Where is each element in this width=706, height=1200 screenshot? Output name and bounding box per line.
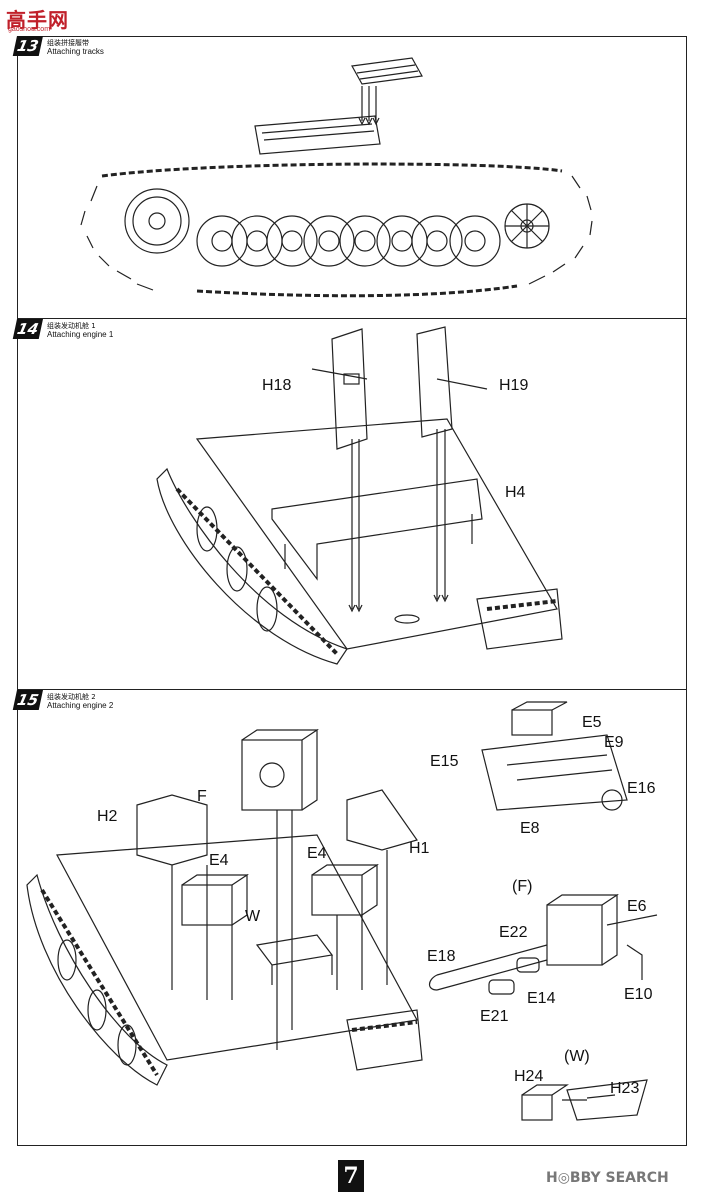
part-label-h4: H4: [505, 484, 526, 501]
step-14-panel: 14 组装发动机舱 1 Attaching engine 1: [12, 319, 687, 690]
logo-url: gaoshou.com: [8, 26, 51, 33]
step-title-cn: 组装发动机舱 1: [47, 322, 96, 330]
part-label-h19: H19: [499, 377, 529, 394]
part-label-e22: E22: [499, 924, 528, 941]
engine-bay-2-drawing: [26, 701, 658, 1121]
engine-bay-1-drawing: [156, 326, 563, 665]
track-assembly-drawing: [80, 57, 593, 298]
part-label-e4-left: E4: [209, 852, 229, 869]
part-label-w: W: [245, 908, 261, 925]
part-label-e14: E14: [527, 990, 556, 1007]
part-label-e10: E10: [624, 986, 653, 1003]
step-title-en: Attaching tracks: [47, 47, 104, 56]
part-label-f: F: [197, 788, 207, 805]
step-title-en: Attaching engine 2: [47, 701, 114, 710]
part-label-e15: E15: [430, 753, 459, 770]
step-title-en: Attaching engine 1: [47, 330, 114, 339]
part-label-e6: E6: [627, 898, 647, 915]
page-number: 7: [338, 1160, 364, 1192]
step-15-panel: 15 组装发动机舱 2 Attaching engine 2: [12, 690, 687, 1146]
step-13-panel: 13 组装拼接履带 Attaching tracks: [12, 36, 687, 319]
step-title-cn: 组装发动机舱 2: [47, 693, 96, 701]
part-label-e16: E16: [627, 780, 656, 797]
step-title-cn: 组装拼接履带: [47, 39, 89, 47]
part-label-e9: E9: [604, 734, 624, 751]
part-label-e5: E5: [582, 714, 602, 731]
group-label-w: (W): [564, 1048, 590, 1065]
part-label-h23: H23: [610, 1080, 640, 1097]
part-label-e18: E18: [427, 948, 456, 965]
site-logo: 高手网 gaoshou.com: [6, 4, 76, 34]
part-label-e21: E21: [480, 1008, 509, 1025]
part-label-e4-right: E4: [307, 845, 327, 862]
page-frame: [17, 36, 687, 1146]
logo-text: 高手网: [6, 8, 69, 32]
part-label-e8: E8: [520, 820, 540, 837]
group-label-f: (F): [512, 878, 533, 895]
part-label-h18: H18: [262, 377, 292, 394]
part-label-h24: H24: [514, 1068, 544, 1085]
watermark: H◎BBY SEARCH: [546, 1170, 669, 1186]
part-label-h2: H2: [97, 808, 118, 825]
part-label-h1: H1: [409, 840, 430, 857]
